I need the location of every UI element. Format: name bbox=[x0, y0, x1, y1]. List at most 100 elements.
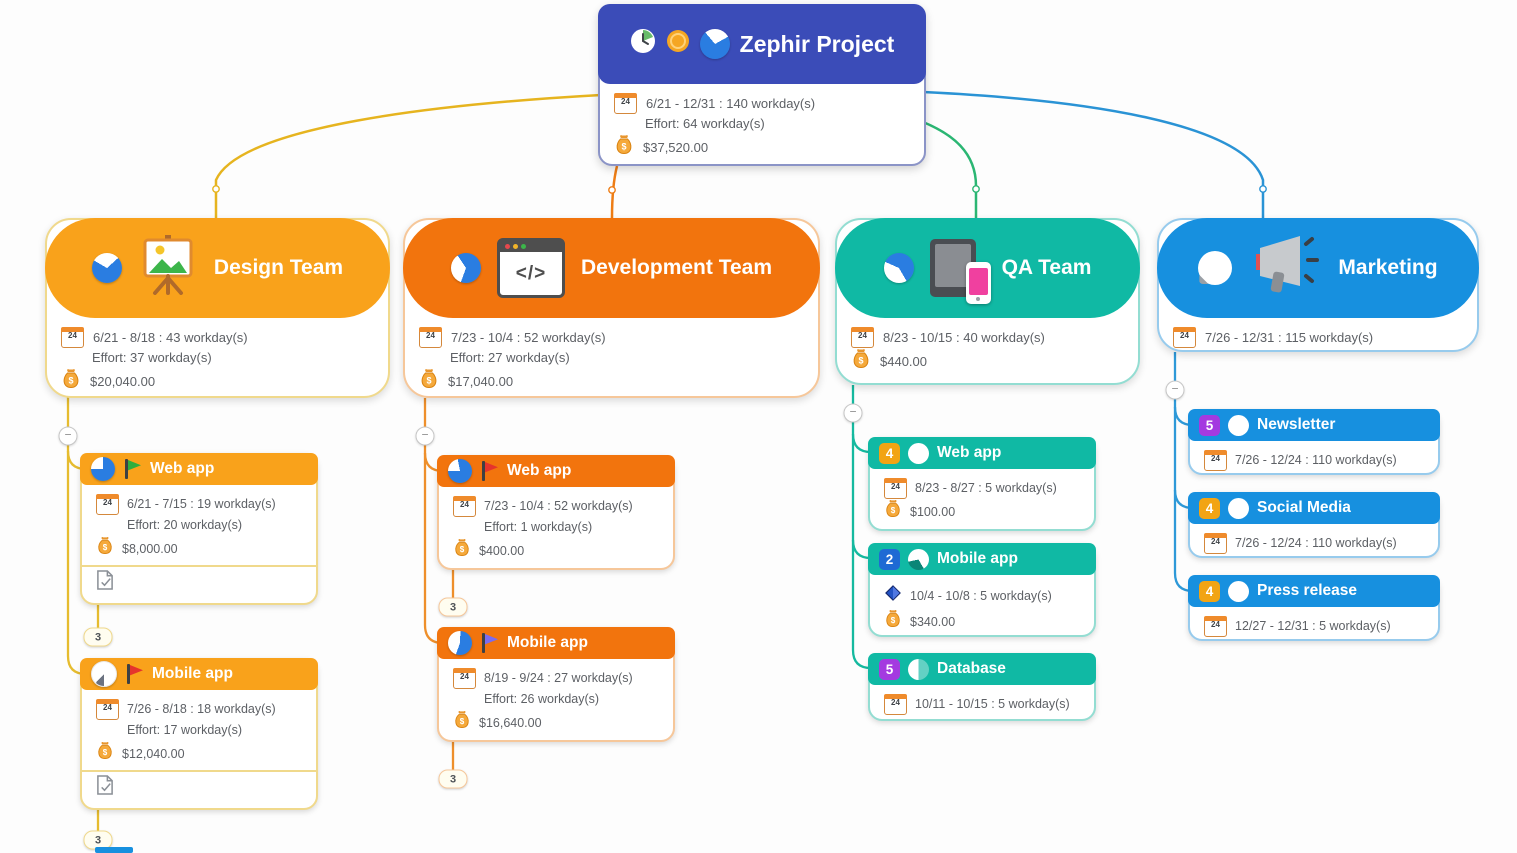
expand-count-badge[interactable]: 3 bbox=[438, 769, 468, 789]
diamond-icon bbox=[884, 584, 902, 609]
svg-text:$: $ bbox=[891, 506, 896, 515]
effort: Effort: 1 workday(s) bbox=[484, 520, 593, 534]
branch-title: Marketing bbox=[1338, 256, 1438, 279]
cost: $37,520.00 bbox=[643, 139, 709, 155]
date-range: 7/26 - 12/31 : 115 workday(s) bbox=[1205, 329, 1374, 345]
code-window-icon: </> bbox=[497, 238, 565, 298]
child-node-mkt-newsletter[interactable]: 5 Newsletter 24 7/26 - 12/24 : 110 workda… bbox=[1188, 409, 1440, 475]
calendar-day: 24 bbox=[460, 672, 469, 681]
date-range: 7/23 - 10/4 : 52 workday(s) bbox=[451, 329, 606, 345]
date-range: 7/23 - 10/4 : 52 workday(s) bbox=[484, 499, 633, 513]
code-glyph: </> bbox=[515, 263, 547, 284]
collapse-button-marketing[interactable]: − bbox=[1165, 380, 1185, 400]
connector-joint bbox=[608, 186, 616, 194]
calendar-icon: 24 bbox=[851, 327, 874, 348]
svg-text:$: $ bbox=[68, 376, 73, 386]
cost: $440.00 bbox=[880, 353, 927, 369]
child-header: 4 Press release bbox=[1188, 575, 1440, 607]
branch-header: QA Team bbox=[835, 218, 1140, 318]
collapse-button-design[interactable]: − bbox=[58, 426, 78, 446]
branch-header: Design Team bbox=[45, 218, 390, 318]
child-header: 4 Social Media bbox=[1188, 492, 1440, 524]
easel-icon bbox=[138, 235, 198, 301]
calendar-day: 24 bbox=[1211, 620, 1220, 629]
svg-text:$: $ bbox=[460, 545, 465, 554]
calendar-icon: 24 bbox=[453, 496, 476, 517]
child-title: Newsletter bbox=[1257, 416, 1336, 433]
cost: $340.00 bbox=[910, 614, 956, 629]
collapse-button-development[interactable]: − bbox=[415, 426, 435, 446]
date-range: 6/21 - 12/31 : 140 workday(s) bbox=[646, 95, 816, 111]
cost: $8,000.00 bbox=[122, 541, 178, 556]
cost: $12,040.00 bbox=[122, 746, 185, 761]
child-header: Mobile app bbox=[80, 658, 318, 690]
svg-text:$: $ bbox=[426, 376, 431, 386]
expand-count-badge[interactable]: 3 bbox=[83, 627, 113, 647]
priority-badge: 5 bbox=[1199, 414, 1220, 436]
branch-header: Marketing bbox=[1157, 218, 1479, 318]
child-details: 24 7/26 - 12/24 : 110 workday(s) bbox=[1190, 441, 1438, 477]
branch-title: Design Team bbox=[213, 256, 344, 279]
coin-icon bbox=[666, 29, 690, 59]
child-header: 2 Mobile app bbox=[868, 543, 1096, 575]
window-dots bbox=[505, 244, 510, 249]
calendar-icon: 24 bbox=[453, 668, 476, 689]
child-title: Web app bbox=[150, 460, 215, 477]
progress-circle-icon bbox=[1228, 414, 1249, 436]
expand-count-badge[interactable]: 3 bbox=[438, 597, 468, 617]
child-node-qa-mobile-app[interactable]: 2 Mobile app 10/4 - 10/8 : 5 workday(s) … bbox=[868, 543, 1096, 637]
date-range: 7/26 - 12/24 : 110 workday(s) bbox=[1235, 536, 1397, 550]
effort: Effort: 37 workday(s) bbox=[92, 350, 212, 365]
connector-joint bbox=[972, 185, 980, 193]
calendar-day: 24 bbox=[858, 331, 867, 340]
note-icon[interactable] bbox=[96, 570, 114, 597]
progress-pie-icon bbox=[699, 29, 730, 59]
money-bag-icon: $ bbox=[851, 348, 871, 375]
child-details: 10/4 - 10/8 : 5 workday(s) $$340.00 bbox=[870, 575, 1094, 641]
branch-node-marketing[interactable]: Marketing 24 7/26 - 12/31 : 115 workday(s… bbox=[1157, 218, 1479, 352]
branch-title: QA Team bbox=[1001, 256, 1092, 279]
megaphone-icon bbox=[1248, 234, 1322, 302]
money-bag-icon: $ bbox=[884, 609, 902, 635]
calendar-day: 24 bbox=[891, 698, 900, 707]
divider bbox=[82, 770, 316, 772]
cost: $20,040.00 bbox=[90, 373, 156, 389]
calendar-icon: 24 bbox=[1204, 450, 1227, 471]
chat-bubble-icon bbox=[1198, 251, 1233, 285]
date-range: 7/26 - 12/24 : 110 workday(s) bbox=[1235, 453, 1397, 467]
collapse-button-qa[interactable]: − bbox=[843, 403, 863, 423]
calendar-day: 24 bbox=[1180, 331, 1189, 340]
connector-joint bbox=[212, 185, 220, 193]
calendar-icon: 24 bbox=[61, 327, 84, 348]
calendar-icon: 24 bbox=[419, 327, 442, 348]
effort: Effort: 17 workday(s) bbox=[127, 723, 243, 737]
cost: $17,040.00 bbox=[448, 373, 514, 389]
cost: $400.00 bbox=[479, 543, 525, 558]
connector-root-marketing bbox=[922, 90, 1265, 218]
calendar-icon: 24 bbox=[1204, 616, 1227, 637]
effort: Effort: 26 workday(s) bbox=[484, 692, 600, 706]
money-bag-icon: $ bbox=[453, 710, 471, 736]
money-bag-icon: $ bbox=[61, 368, 81, 395]
cost: $100.00 bbox=[910, 504, 956, 519]
connector-root-design bbox=[214, 93, 602, 218]
note-icon[interactable] bbox=[96, 775, 114, 802]
money-bag-icon: $ bbox=[453, 538, 471, 564]
child-details: 24 7/23 - 10/4 : 52 workday(s) Effort: 1 … bbox=[439, 487, 673, 570]
calendar-icon: 24 bbox=[884, 694, 907, 715]
